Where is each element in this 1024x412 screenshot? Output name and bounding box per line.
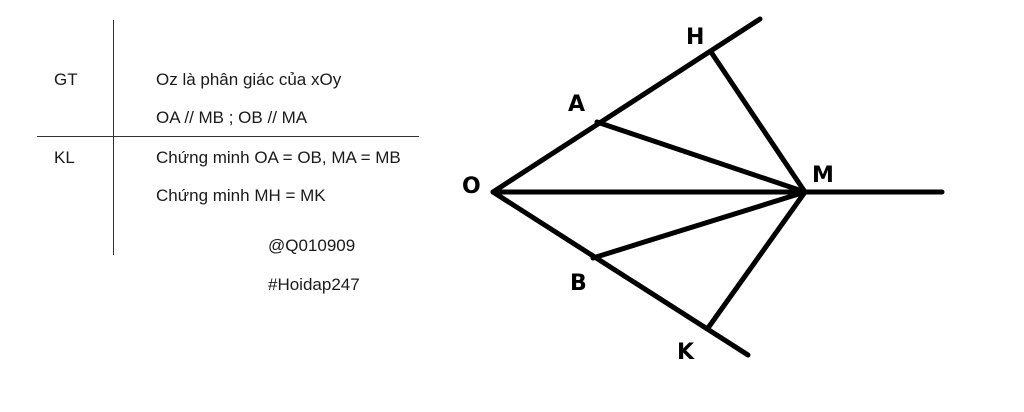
ray-oy (490, 189, 751, 358)
segment-bm (590, 189, 808, 261)
table-vertical-divider (113, 20, 114, 255)
segment-am (594, 119, 808, 195)
kl-label: KL (54, 148, 75, 167)
point-label-o: O (462, 174, 481, 199)
credit-user: @Q010909 (268, 236, 356, 255)
kl-line-2: Chứng minh MH = MK (156, 186, 326, 205)
kl-line-1: Chứng minh OA = OB, MA = MB (156, 148, 401, 167)
ray-ox (490, 16, 763, 195)
point-label-a: A (568, 92, 585, 117)
credit-site: #Hoidap247 (268, 275, 360, 294)
point-label-b: B (570, 271, 587, 296)
point-label-k: K (677, 340, 695, 365)
segment-mh (708, 49, 808, 195)
segment-mk (705, 189, 808, 331)
gt-line-2: OA // MB ; OB // MA (156, 108, 308, 127)
point-label-m: M (812, 163, 834, 188)
gt-line-1: Oz là phân giác của xOy (156, 70, 342, 89)
gt-label: GT (54, 70, 78, 89)
table-horizontal-divider (37, 136, 419, 137)
point-label-h: H (686, 25, 704, 50)
